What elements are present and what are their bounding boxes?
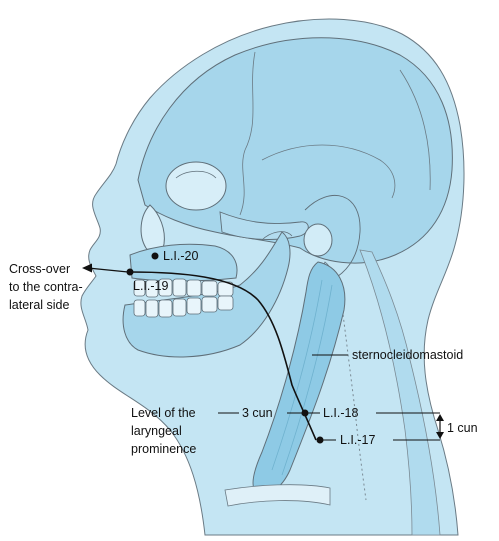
crossover-arrowhead xyxy=(82,264,92,273)
point-li20 xyxy=(152,253,159,260)
label-li18: L.I.-18 xyxy=(323,406,358,420)
label-li20: L.I.-20 xyxy=(163,249,198,263)
level-label-line2: laryngeal xyxy=(131,424,182,438)
crossover-label-line2: to the contra- xyxy=(9,280,83,294)
muscle-label: sternocleidomastoid xyxy=(352,348,463,362)
crossover-label-line3: lateral side xyxy=(9,298,69,312)
crossover-label-line1: Cross-over xyxy=(9,262,70,276)
orbit xyxy=(166,162,226,210)
ear-meatus xyxy=(304,224,332,256)
one-cun-arrowhead-top xyxy=(436,414,444,421)
one-cun-label: 1 cun xyxy=(447,421,478,435)
three-cun-label: 3 cun xyxy=(242,406,273,420)
level-label-line1: Level of the xyxy=(131,406,196,420)
point-li18 xyxy=(302,410,309,417)
point-li17 xyxy=(317,437,324,444)
label-li19: L.I.-19 xyxy=(133,279,168,293)
level-label-line3: prominence xyxy=(131,442,196,456)
label-li17: L.I.-17 xyxy=(340,433,375,447)
